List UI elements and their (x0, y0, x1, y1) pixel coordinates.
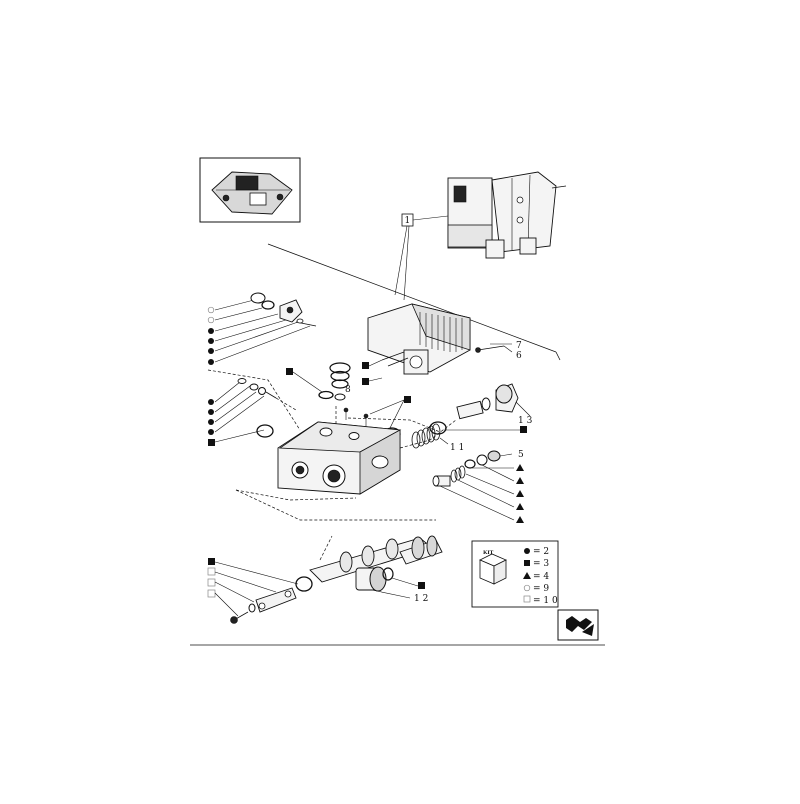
end-cap-12 (355, 566, 419, 599)
callout-13: 1 3 (518, 416, 533, 426)
legend-triangle-filled-icon (523, 572, 531, 579)
relief-cartridge (456, 383, 531, 420)
left-marker-column-middle (208, 381, 265, 446)
main-valve-body (277, 421, 402, 495)
marker-square-filled (404, 396, 411, 403)
legend-circle-filled-icon (524, 548, 530, 554)
callout-8: 8 (345, 385, 351, 395)
kit-legend: KIT = 2 = 3 = 4 = 9 = 1 0 (471, 540, 559, 608)
plunger-spring (432, 465, 466, 487)
marker-square-filled (286, 368, 293, 375)
marker-square-filled (520, 426, 527, 433)
marker-square-filled (418, 582, 425, 589)
small-pins (343, 407, 369, 426)
legend-square-open-icon (523, 595, 531, 603)
marker-square-filled (362, 362, 369, 369)
lever-link (230, 587, 297, 624)
legend-square-filled-icon (524, 560, 530, 566)
legend-circle-open-icon (523, 584, 531, 592)
assembled-valve-view (447, 171, 567, 259)
legend-item: = 1 0 (533, 596, 558, 606)
marker-square-filled (362, 378, 369, 385)
spring-11 (411, 423, 449, 449)
reference-label-text: 1 (405, 216, 411, 226)
small-parts-upper-left (250, 292, 317, 327)
left-marker-column-lower (207, 558, 299, 617)
legend-item: = 3 (533, 559, 549, 569)
o-ring (429, 421, 447, 435)
return-button[interactable] (557, 609, 599, 641)
section-separator-line (267, 243, 557, 353)
callout-11: 1 1 (450, 443, 464, 453)
left-marker-column-upper (207, 299, 311, 365)
assembly-guide-lines (207, 369, 457, 521)
triangle-marker-column (439, 464, 524, 523)
callout-7: 7 (516, 341, 522, 351)
legend-item: = 2 (533, 547, 549, 557)
cover-screw (475, 343, 513, 353)
arrow-return-icon (566, 616, 594, 636)
callout-6: 6 (516, 351, 522, 361)
spring-seal-stack (318, 362, 351, 440)
kit-label: KIT (483, 550, 494, 556)
locator-thumbnail[interactable] (199, 157, 301, 223)
valve-cover-housing (367, 303, 471, 375)
spool-assembly (295, 535, 443, 592)
seal-set-5 (464, 450, 513, 469)
small-parts-left-middle (237, 378, 297, 438)
callout-12: 1 2 (414, 594, 428, 604)
legend-item: = 9 (533, 584, 549, 594)
reference-label-1: 1 (394, 213, 449, 301)
legend-item: = 4 (533, 572, 549, 582)
callout-5: 5 (518, 450, 524, 460)
